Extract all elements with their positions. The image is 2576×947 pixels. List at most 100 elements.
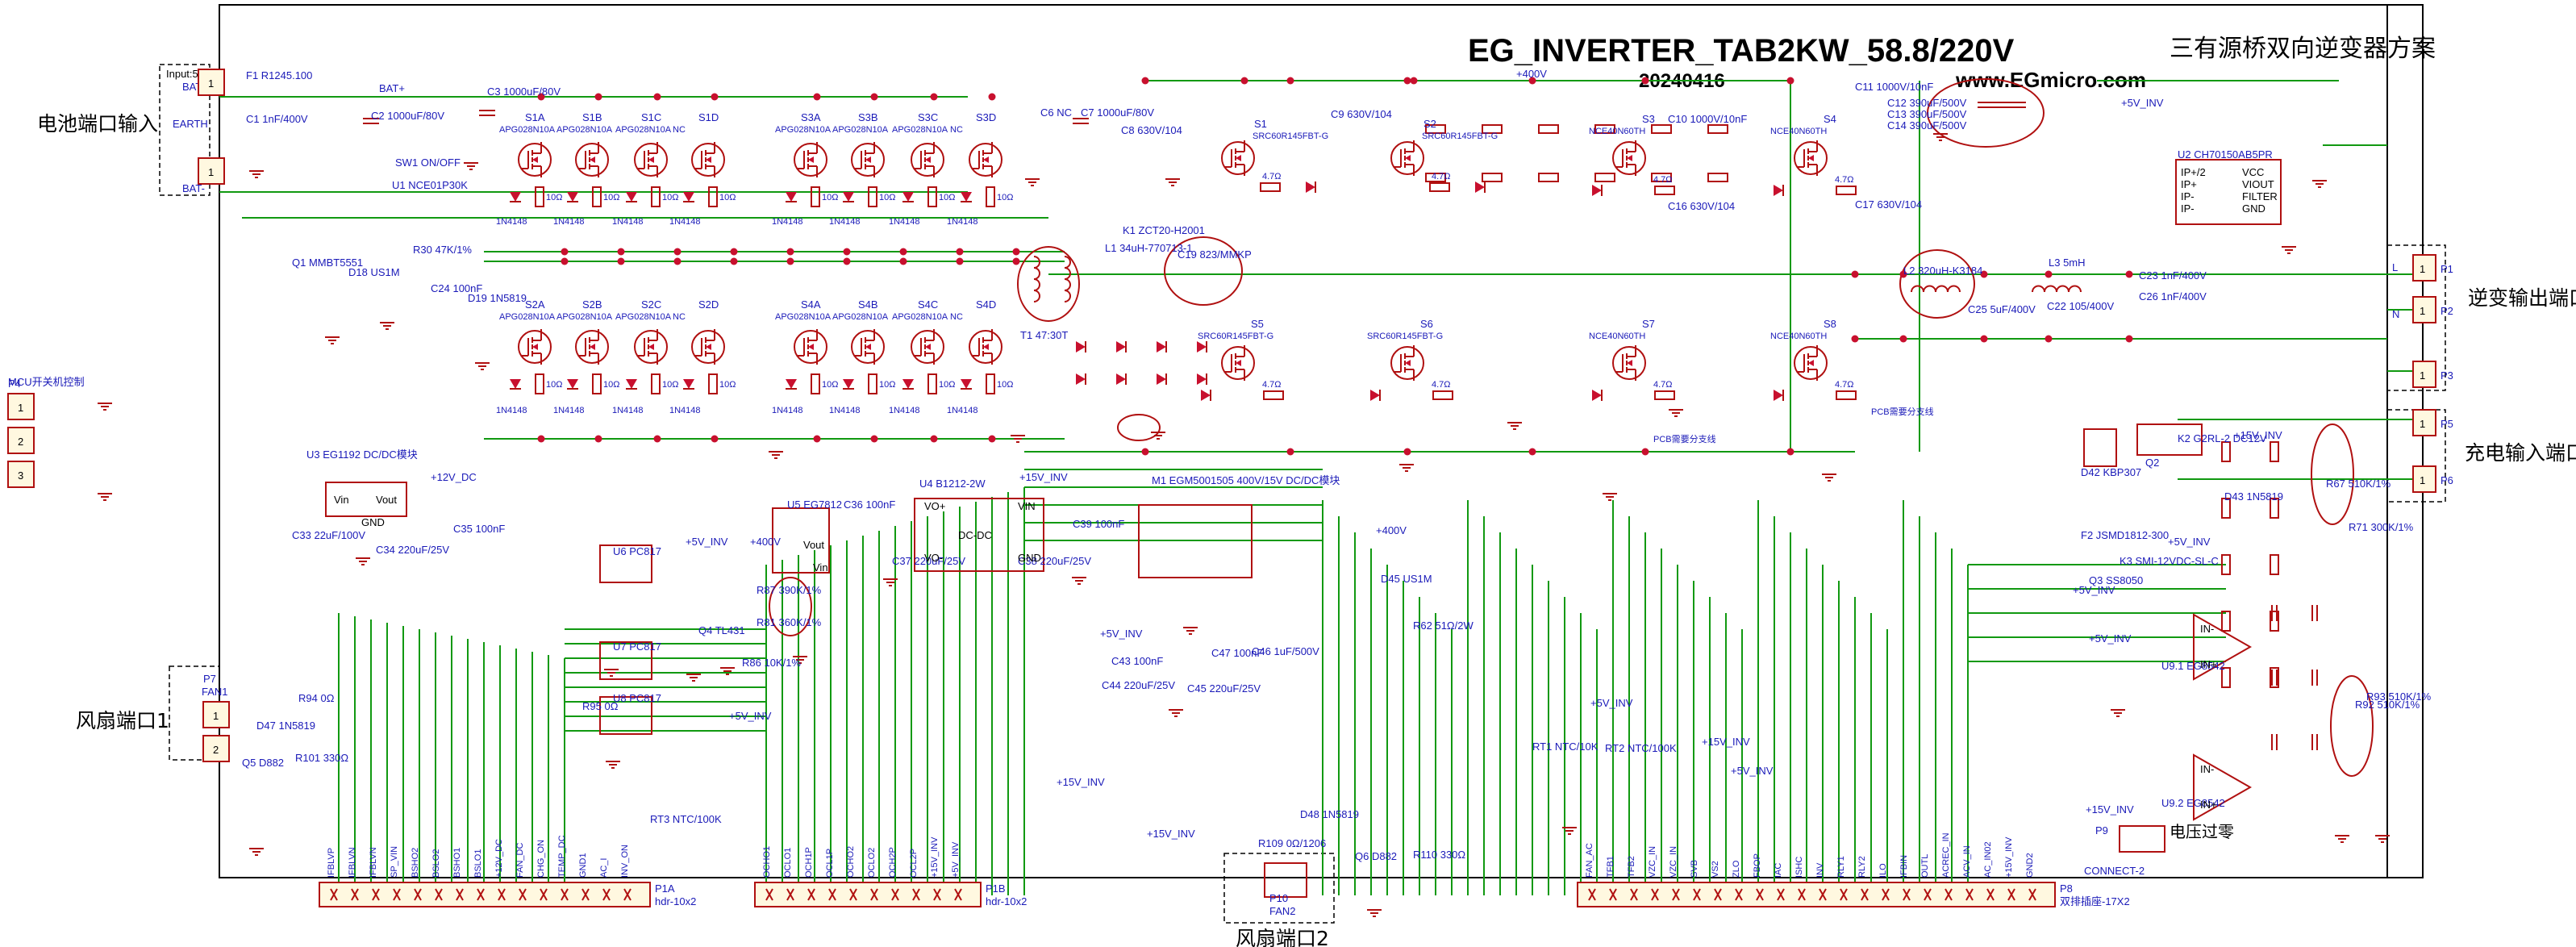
component-label-c24: C24 100nF xyxy=(431,282,482,294)
header-signal-label: ISHC xyxy=(1794,857,1804,878)
mosfet-s1c xyxy=(634,142,668,177)
component-label-c6: C6 NC xyxy=(1040,106,1072,119)
u3-vin-pin: Vin xyxy=(334,494,349,506)
gate-diode xyxy=(510,379,521,390)
gate-diode xyxy=(1370,390,1381,401)
component-label-c19: C19 823/MMKP xyxy=(1178,248,1252,261)
u3-vout-pin: Vout xyxy=(376,494,397,506)
misc-resistor xyxy=(1538,173,1559,182)
header-signal-label: BSHO2 xyxy=(411,848,420,878)
gate-diode xyxy=(786,379,797,390)
fan2-port-box xyxy=(1223,853,1335,924)
ground-35 xyxy=(1562,827,1577,835)
misc-resistor xyxy=(2221,667,2231,688)
inductor-l2 xyxy=(1911,285,1961,293)
junction-dot xyxy=(537,435,545,443)
diode-part: 1N4148 xyxy=(829,406,861,415)
ground-6 xyxy=(2312,180,2327,188)
transformer-secondary xyxy=(1064,256,1071,302)
component-label-r93: R93 510K/1% xyxy=(2366,690,2432,703)
u2-pin: IP+ xyxy=(2181,178,2197,190)
gate-diode xyxy=(1592,185,1603,196)
junction-dot xyxy=(1012,257,1020,265)
component-label-c46: C46 1uF/500V xyxy=(1252,645,1319,657)
component-label-q1: Q1 MMBT5551 xyxy=(292,257,363,269)
misc-resistor xyxy=(2270,611,2279,632)
resistor-value: 4.7Ω xyxy=(1262,380,1282,390)
mosfet-s4b xyxy=(851,329,885,365)
header-signal-label: TFB2 xyxy=(1627,856,1636,878)
ground-13 xyxy=(1011,435,1025,443)
component-label-r101: R101 330Ω xyxy=(295,752,348,764)
pin-number: 2 xyxy=(213,744,219,756)
junction-dot xyxy=(843,257,851,265)
gate-resistor xyxy=(1654,390,1675,400)
net-label-v12dc: +12V_DC xyxy=(431,471,477,483)
c3-capacitor xyxy=(479,110,495,116)
component-label-m1: M1 EGM5001505 400V/15V DC/DC模块 xyxy=(1152,474,1340,486)
mosfet-ref: S3A xyxy=(801,111,821,123)
header-signal-label: OCHO1 xyxy=(762,846,772,878)
misc-diode xyxy=(1076,341,1086,353)
junction-dot xyxy=(1899,270,1907,278)
r92-highlight xyxy=(2330,675,2374,777)
fan2-connector xyxy=(1264,862,1307,898)
component-label-r67: R67 510K/1% xyxy=(2326,478,2391,490)
component-label-d18: D18 US1M xyxy=(348,266,400,278)
component-label-c38: C38 220uF/25V xyxy=(1018,555,1091,567)
component-label-c25: C25 5uF/400V xyxy=(1968,303,2036,315)
header-p1a xyxy=(319,882,651,907)
gate-resistor xyxy=(811,373,820,394)
label-layer: S1AAPG028N10A10Ω1N4148S1BAPG028N10A10Ω1N… xyxy=(8,68,2453,917)
junction-dot xyxy=(930,435,938,443)
opamp-1 xyxy=(2193,753,2253,821)
component-label-q4: Q4 TL431 xyxy=(698,624,745,636)
fan1-conn-pin-1 xyxy=(202,701,230,728)
label-charge-in: 充电输入端口 xyxy=(2465,441,2576,465)
u2-pin: GND xyxy=(2242,202,2265,215)
junction-dot xyxy=(870,93,878,101)
header-signal-label: INV xyxy=(1815,862,1825,878)
mosfet-s1d xyxy=(691,142,725,177)
junction-dot xyxy=(1641,448,1649,456)
misc-diode xyxy=(1157,373,1167,385)
label-overvolt: 电压过零 xyxy=(2170,822,2234,841)
component-label-k3: K3 SMI-12VDC-SL-C xyxy=(2120,555,2219,567)
component-label-c43: C43 100nF xyxy=(1111,655,1163,667)
mosfet-s2d xyxy=(691,329,725,365)
component-label-d43: D43 1N5819 xyxy=(2224,490,2283,503)
junction-dot xyxy=(2045,335,2053,343)
ground-27 xyxy=(793,656,807,664)
mosfet-part: APG028N10A xyxy=(556,125,613,135)
ground-31 xyxy=(1367,909,1382,917)
component-label-q5: Q5 D882 xyxy=(242,757,284,769)
header-ref: P1B xyxy=(986,882,1006,895)
header-signal-label: RLY2 xyxy=(1857,856,1867,878)
mosfet-ref: S5 xyxy=(1251,318,1264,330)
junction-dot xyxy=(899,248,907,256)
resistor-value: 10Ω xyxy=(822,380,838,390)
opamp-pin: IN+ xyxy=(2200,658,2217,670)
mosfet-ref: S1A xyxy=(525,111,545,123)
header-signal-label: BSLO1 xyxy=(473,849,483,878)
misc-resistor xyxy=(1425,124,1446,134)
pin-number: 1 xyxy=(2420,418,2425,430)
misc-capacitor xyxy=(2311,670,2318,686)
mosfet-s4d xyxy=(969,329,1002,365)
resistor-value: 10Ω xyxy=(546,193,562,202)
component-label-u9_1: U9.1 EG8542 xyxy=(2161,660,2225,672)
header-signal-label: IFBLVN xyxy=(348,847,357,878)
junction-dot xyxy=(561,248,569,256)
component-label-u3: U3 EG1192 DC/DC模块 xyxy=(306,448,418,461)
component-label-k1: K1 ZCT20-H2001 xyxy=(1123,224,1205,236)
component-label-r81: R81 360K/1% xyxy=(757,616,822,628)
resistor-value: 10Ω xyxy=(719,380,736,390)
mosfet-part: APG028N10A xyxy=(892,312,948,322)
junction-dot xyxy=(1786,77,1794,85)
junction-dot xyxy=(1980,335,1988,343)
misc-resistor xyxy=(1594,124,1615,134)
c7-capacitor xyxy=(1073,118,1089,124)
ground-11 xyxy=(98,403,112,411)
component-label-r94: R94 0Ω xyxy=(298,692,335,704)
gate-resistor xyxy=(592,373,602,394)
